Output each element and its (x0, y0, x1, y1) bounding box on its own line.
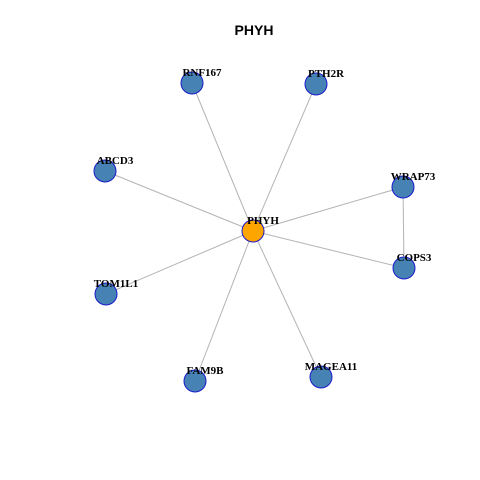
node-tom1l1: TOM1L1 (94, 278, 138, 306)
node-label-abcd3: ABCD3 (97, 155, 134, 167)
diagram-title: PHYH (235, 22, 274, 38)
node-phyh: PHYH (241, 215, 279, 243)
node-label-phyh: PHYH (247, 215, 279, 227)
node-wrap73: WRAP73 (391, 171, 436, 199)
edge-phyh-tom1l1 (105, 230, 254, 295)
edge-phyh-abcd3 (104, 170, 254, 232)
node-cops3: COPS3 (392, 252, 432, 280)
node-rnf167: RNF167 (180, 67, 222, 95)
edge-phyh-magea11 (252, 230, 322, 378)
node-label-fam9b: FAM9B (186, 365, 224, 377)
node-label-tom1l1: TOM1L1 (94, 278, 138, 290)
edge-phyh-cops3 (252, 230, 405, 269)
edge-phyh-pth2r (252, 83, 317, 232)
node-circle-abcd3 (93, 159, 117, 183)
edge-wrap73-cops3 (402, 186, 405, 269)
node-label-wrap73: WRAP73 (391, 171, 436, 183)
node-label-magea11: MAGEA11 (305, 361, 358, 373)
node-circle-tom1l1 (94, 282, 118, 306)
node-abcd3: ABCD3 (93, 155, 134, 183)
node-pth2r: PTH2R (304, 68, 345, 96)
node-label-cops3: COPS3 (397, 252, 432, 264)
node-circle-fam9b (183, 369, 207, 393)
node-circle-magea11 (309, 365, 333, 389)
node-magea11: MAGEA11 (305, 361, 358, 389)
edge-phyh-rnf167 (191, 82, 254, 232)
edge-layer (104, 82, 405, 382)
node-circle-cops3 (392, 256, 416, 280)
node-circle-wrap73 (391, 175, 415, 199)
edge-phyh-fam9b (194, 230, 254, 382)
node-layer: PHYH RNF167 PTH2R ABCD3WRAP73COPS3TOM1L1FAM… (93, 67, 436, 393)
node-label-rnf167: RNF167 (182, 67, 222, 79)
node-fam9b: FAM9B (183, 365, 224, 393)
node-circle-pth2r (304, 72, 328, 96)
node-circle-phyh (241, 219, 265, 243)
node-circle-rnf167 (180, 71, 204, 95)
node-label-pth2r: PTH2R (308, 68, 345, 80)
edge-phyh-wrap73 (252, 186, 404, 232)
